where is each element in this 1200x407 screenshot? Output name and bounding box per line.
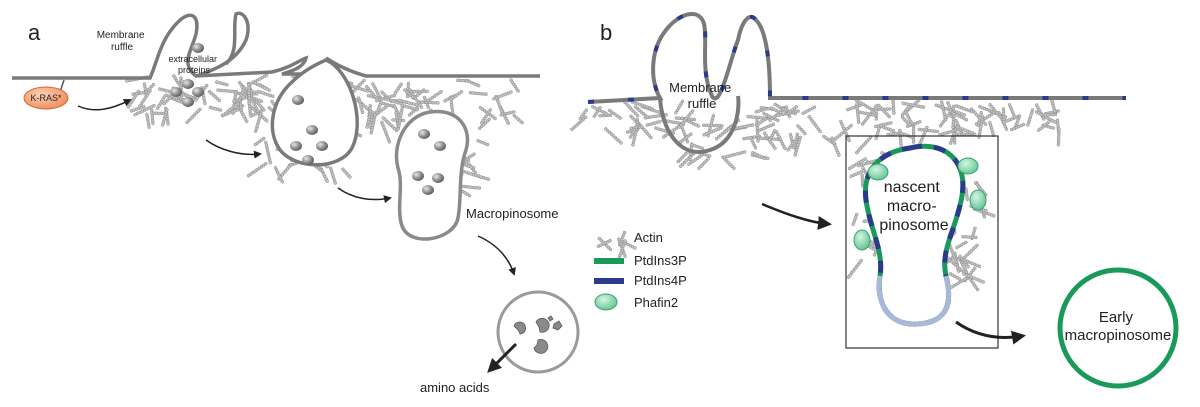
ruffle-arm-a	[195, 11, 250, 78]
arrow-a-2	[205, 139, 262, 159]
legend-ptdins4p: PtdIns4P	[594, 273, 687, 288]
membrane-ruffle-label-b-line2: ruffle	[688, 96, 717, 111]
early-label-line1: Early	[1099, 309, 1134, 326]
extracellular-proteins-label: extracellular proteins	[168, 54, 219, 75]
nascent-label-line2: macro-	[887, 198, 937, 215]
zoom-box	[845, 135, 999, 349]
kras-label: K-RAS*	[30, 93, 62, 103]
arrow-a-4	[477, 235, 516, 276]
nascent-ptdins4p-dashes	[862, 143, 966, 327]
arrow-a-1	[77, 99, 132, 111]
nascent-label-line3: pinosome	[879, 217, 948, 234]
plasma-membrane-b	[587, 12, 1126, 104]
legend-actin: Actin	[596, 230, 663, 263]
kras-blob	[23, 86, 69, 110]
ruffle-inner-b	[658, 95, 741, 154]
arrow-a-5	[487, 342, 518, 373]
early-macropinosome	[1057, 267, 1179, 389]
actin-icon	[596, 230, 637, 263]
legend-ptdins3p: PtdIns3P	[594, 253, 687, 268]
membrane-ruffle-label-a: Membrane ruffle	[97, 30, 148, 53]
ptdins3p-bar	[594, 258, 624, 264]
forming-vesicle-a	[270, 58, 359, 167]
panel-a: a K-RAS*	[12, 11, 580, 395]
amino-acids-label: amino acids	[420, 380, 490, 395]
nascent-label-line1: nascent	[884, 179, 941, 196]
legend-phafin2-label: Phafin2	[634, 295, 678, 310]
arrow-a-3	[337, 187, 392, 204]
degraded-fragments	[513, 315, 563, 354]
extracellular-protein-beads	[170, 43, 446, 195]
legend-ptdins4p-label: PtdIns4P	[634, 273, 687, 288]
membrane-ruffle-label-b: Membrane ruffle	[669, 80, 735, 111]
legend-ptdins3p-label: PtdIns3P	[634, 253, 687, 268]
macropinosome-a	[394, 109, 470, 241]
extracellular-proteins-line1: extracellular	[168, 54, 217, 64]
arrow-b-2	[955, 320, 1026, 345]
plasma-membrane-a	[12, 13, 540, 80]
early-label-line2: macropinosome	[1065, 327, 1172, 344]
macropinosome-label: Macropinosome	[466, 206, 559, 221]
legend-phafin2: Phafin2	[594, 293, 678, 311]
arrow-b-1	[761, 202, 832, 230]
membrane-ruffle-label-b-line1: Membrane	[669, 80, 731, 95]
legend: Actin PtdIns3P PtdIns4P Phafin2	[594, 230, 687, 311]
panel-b: b Membrane ruffle nascent	[570, 12, 1179, 389]
nascent-fade-segment	[876, 275, 952, 327]
membrane-ruffle-label-a-line2: ruffle	[111, 42, 133, 53]
early-macropinosome-label: Early macropinosome	[1065, 309, 1172, 344]
ptdins4p-bar	[594, 278, 624, 284]
phafin2-blobs	[853, 157, 987, 251]
phafin2-blob	[594, 293, 618, 311]
membrane-ruffle-label-a-line1: Membrane	[97, 30, 145, 41]
nascent-label: nascent macro- pinosome	[879, 179, 948, 234]
extracellular-proteins-line2: proteins	[178, 65, 211, 75]
lysosome-a	[496, 290, 580, 374]
panel-a-letter: a	[28, 20, 41, 45]
panel-b-letter: b	[600, 20, 612, 45]
legend-actin-label: Actin	[634, 230, 663, 245]
